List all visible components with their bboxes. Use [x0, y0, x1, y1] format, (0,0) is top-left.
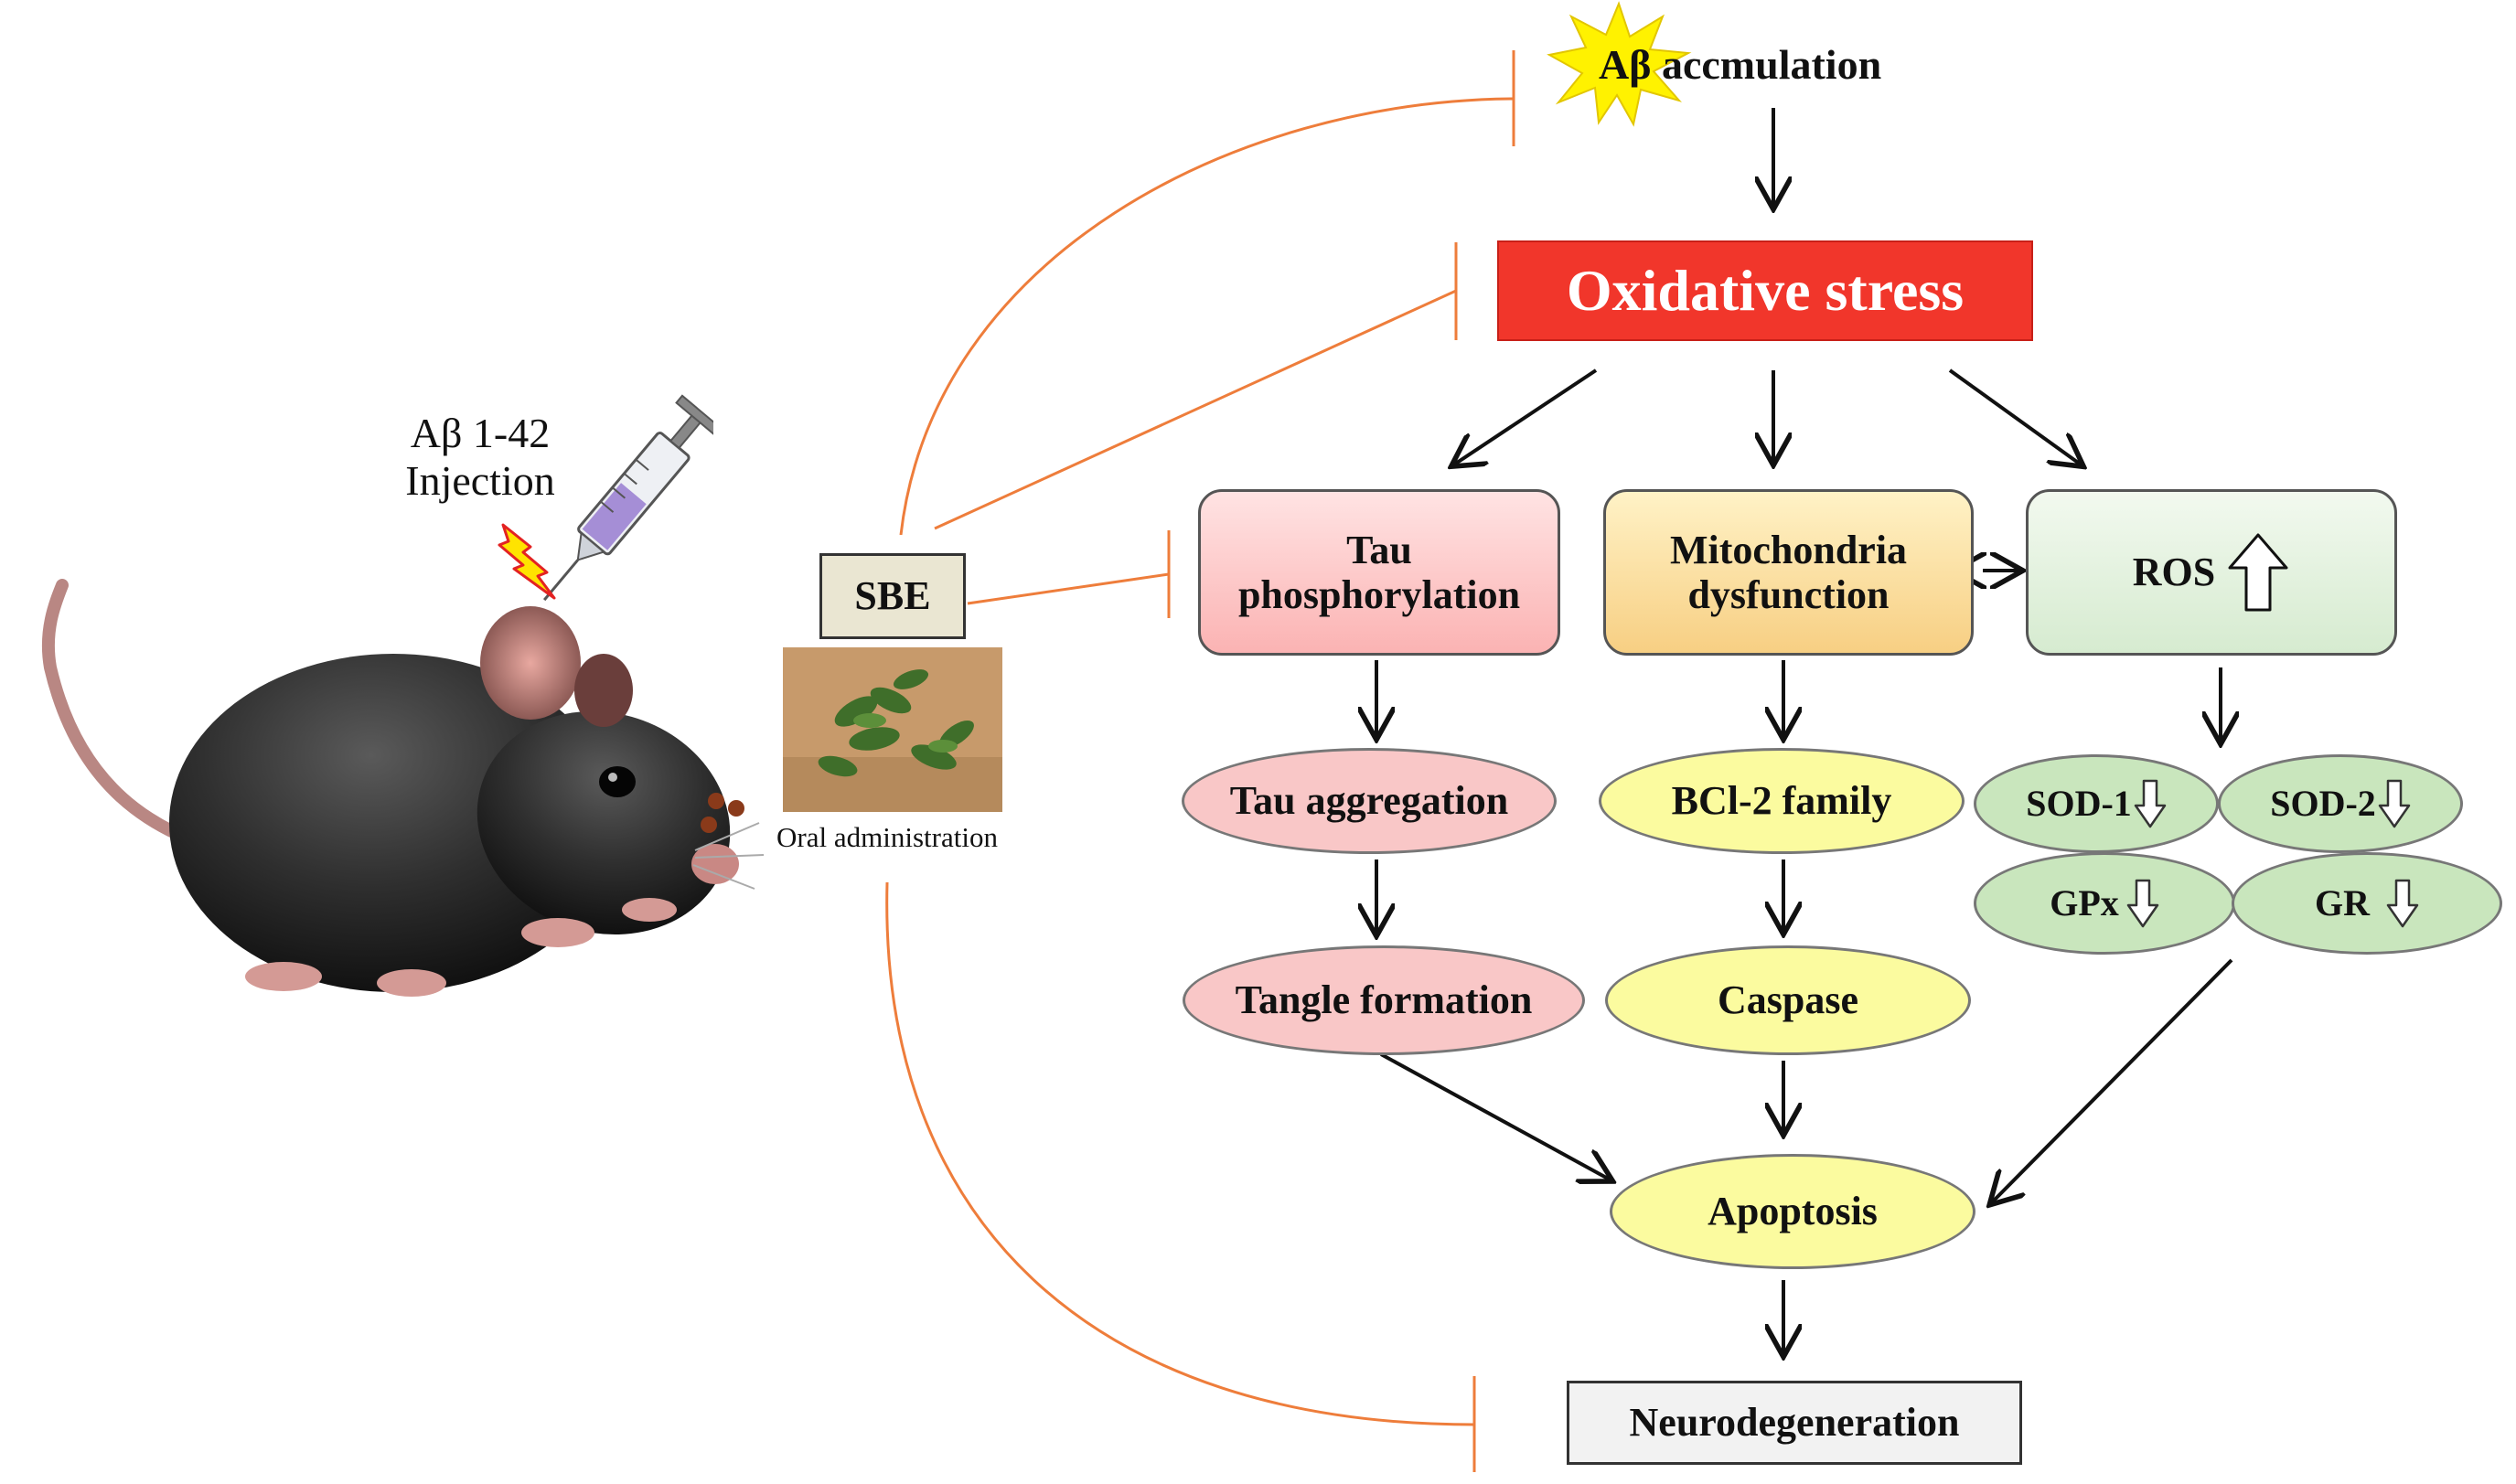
sbe-inhibit-ab-curve — [899, 97, 1515, 536]
bcl2-family-label: BCl-2 family — [1671, 778, 1892, 824]
sbe-inhibit-tau-line — [967, 572, 1170, 605]
down-hollow-arrow-icon — [2378, 779, 2411, 828]
gpx-ellipse: GPx — [1974, 852, 2235, 955]
mito-line-2: dysfunction — [1687, 572, 1890, 617]
tau-aggregation-label: Tau aggregation — [1229, 778, 1509, 824]
arrow-oxidative-to-tau — [1454, 368, 1598, 464]
down-hollow-arrow-icon — [2134, 779, 2167, 828]
mitochondria-dysfunction-box: Mitochondria dysfunction — [1603, 489, 1974, 656]
gr-label: GR — [2234, 855, 2500, 952]
ab-prefix: Aβ — [1599, 41, 1652, 89]
tau-phos-line-2: phosphorylation — [1237, 572, 1521, 617]
injection-line-1: Aβ 1-42 — [410, 410, 551, 457]
ab-suffix: accmulation — [1661, 41, 1882, 89]
tau-phosphorylation-box: Tau phosphorylation — [1198, 489, 1560, 656]
lightning-icon — [498, 523, 556, 600]
sbe-label: SBE — [854, 573, 931, 619]
sod2-text: SOD-2 — [2270, 782, 2376, 824]
tangle-formation-label: Tangle formation — [1235, 977, 1533, 1023]
oxidative-stress-label: Oxidative stress — [1566, 258, 1965, 324]
mitochondria-dysfunction-label: Mitochondria dysfunction — [1606, 492, 1971, 653]
mouse-illustration — [41, 579, 765, 997]
mito-line-1: Mitochondria — [1669, 527, 1908, 572]
syringe-icon — [543, 394, 713, 602]
sod1-label: SOD-1 — [1976, 757, 2216, 850]
arrow-enzymes-to-apoptosis — [1992, 958, 2233, 1202]
sbe-box: SBE — [819, 553, 966, 639]
up-hollow-arrow-icon — [2228, 533, 2288, 612]
oral-administration-label: Oral administration — [776, 820, 998, 853]
ros-box: ROS — [2026, 489, 2397, 656]
sbe-inhibit-neuro-curve — [885, 881, 1475, 1426]
sod2-label: SOD-2 — [2221, 757, 2460, 850]
tau-aggregation-ellipse: Tau aggregation — [1182, 748, 1557, 854]
apoptosis-ellipse: Apoptosis — [1610, 1154, 1975, 1269]
plant-photo — [783, 647, 1002, 812]
sbe-inhibit-oxidative-line — [934, 289, 1457, 530]
food-pellets-icon — [701, 793, 744, 833]
caspase-label: Caspase — [1717, 977, 1859, 1023]
ab-accumulation-label: Aβ accmulation — [1599, 37, 1965, 93]
ab-burst-icon — [1547, 1, 1692, 127]
arrow-oxidative-to-ros — [1948, 368, 2081, 464]
sod2-ellipse: SOD-2 — [2218, 754, 2463, 853]
ros-label: ROS — [2029, 492, 2394, 653]
gr-text: GR — [2315, 881, 2370, 923]
injection-line-2: Injection — [405, 457, 555, 504]
down-hollow-arrow-icon — [2126, 879, 2159, 928]
neurodegeneration-box: Neurodegeneration — [1567, 1381, 2022, 1465]
oxidative-stress-box: Oxidative stress — [1497, 240, 2033, 341]
neurodegeneration-label: Neurodegeneration — [1629, 1400, 1960, 1446]
sod1-ellipse: SOD-1 — [1974, 754, 2219, 853]
arrow-tangle-to-apoptosis — [1380, 1052, 1610, 1180]
ros-text: ROS — [2132, 550, 2216, 595]
tangle-formation-ellipse: Tangle formation — [1183, 945, 1585, 1055]
down-hollow-arrow-icon — [2386, 879, 2419, 928]
apoptosis-label: Apoptosis — [1708, 1189, 1878, 1234]
bcl2-family-ellipse: BCl-2 family — [1599, 748, 1965, 854]
gr-ellipse: GR — [2232, 852, 2502, 955]
caspase-ellipse: Caspase — [1605, 945, 1971, 1055]
tau-phos-line-1: Tau — [1346, 527, 1412, 572]
tau-phosphorylation-label: Tau phosphorylation — [1201, 492, 1558, 653]
gpx-label: GPx — [1976, 855, 2232, 952]
gpx-text: GPx — [2050, 881, 2119, 923]
sod1-text: SOD-1 — [2026, 782, 2132, 824]
injection-label: Aβ 1-42 Injection — [357, 402, 604, 512]
